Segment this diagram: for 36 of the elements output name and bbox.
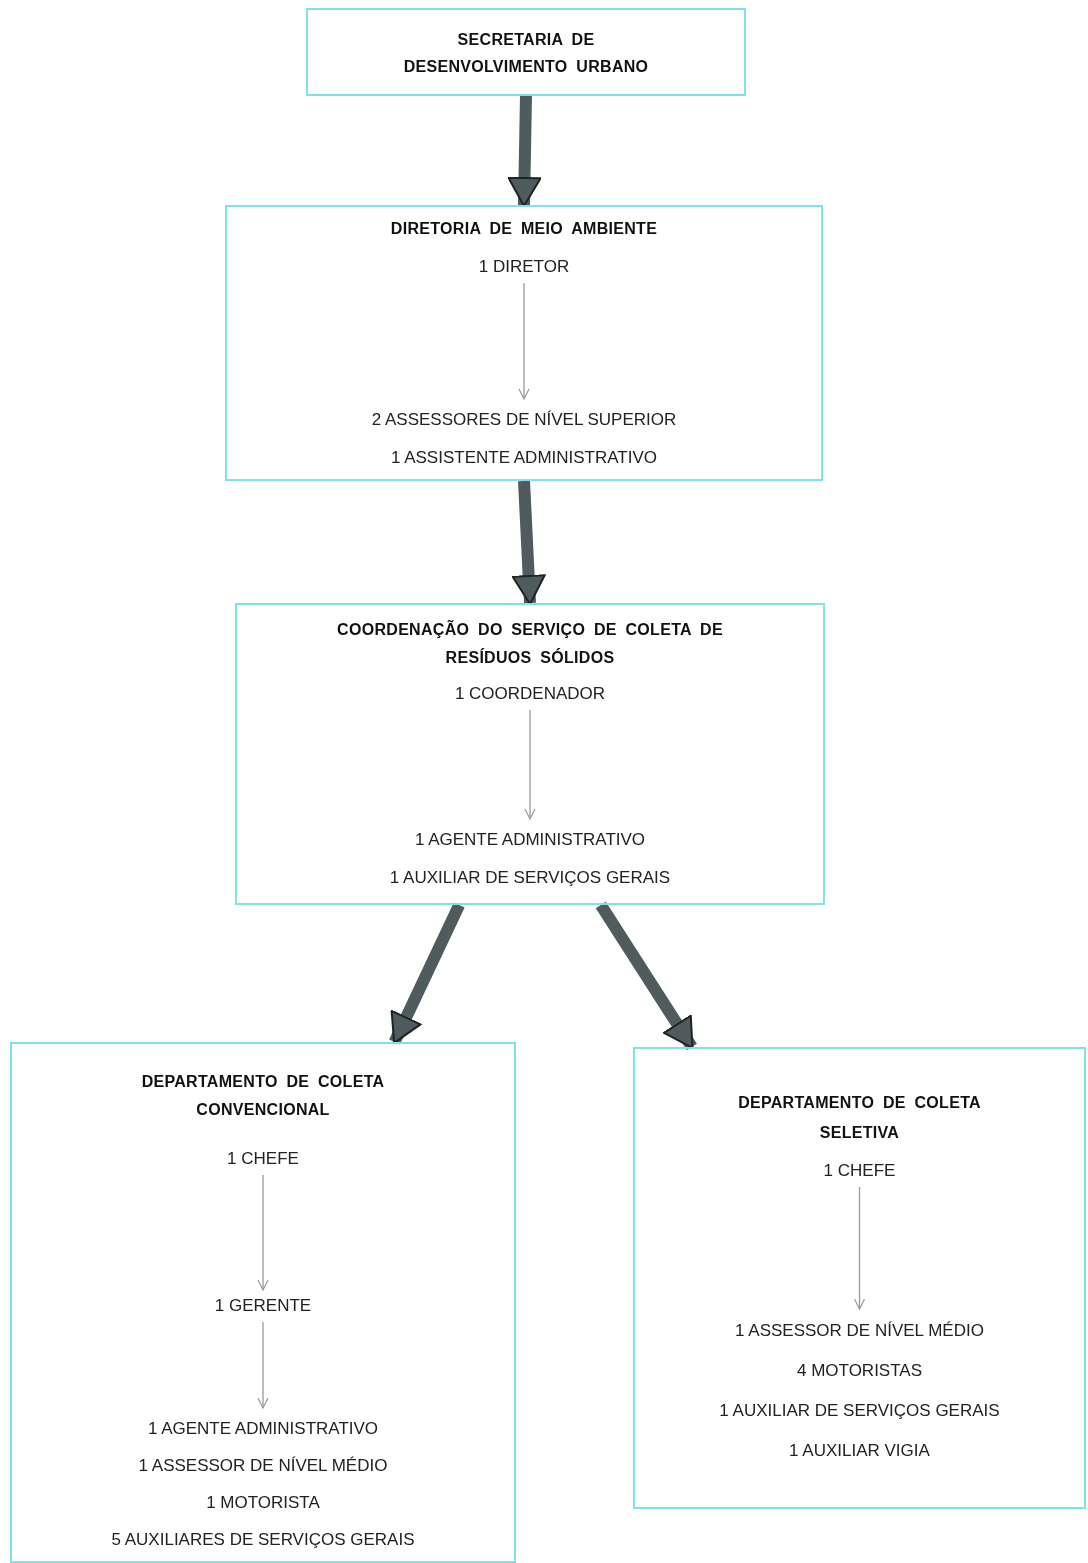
staff-text: 2 ASSESSORES DE NÍVEL SUPERIOR xyxy=(371,409,677,431)
block-arrow xyxy=(507,95,542,207)
unit-heading: DEPARTAMENTO DE COLETA SELETIVA xyxy=(737,1093,982,1143)
unit-heading: COORDENAÇÃO DO SERVIÇO DE COLETA DE RESÍDUOS SÓLIDOS xyxy=(336,619,724,668)
block-arrow xyxy=(511,480,546,605)
block-arrow xyxy=(389,902,465,1045)
staff-text: 1 AGENTE ADMINISTRATIVO xyxy=(413,829,647,851)
staff-text: 1 ASSISTENTE ADMINISTRATIVO xyxy=(389,447,659,469)
staff-text: 1 CHEFE xyxy=(823,1160,896,1182)
staff-text: 1 ASSESSOR DE NÍVEL MÉDIO xyxy=(137,1455,389,1477)
staff-text: 1 CHEFE xyxy=(227,1148,299,1170)
staff-text: 5 AUXILIARES DE SERVIÇOS GERAIS xyxy=(111,1529,415,1551)
staff-text: 4 MOTORISTAS xyxy=(796,1360,923,1382)
staff-text: 1 DIRETOR xyxy=(478,256,570,278)
unit-heading: DIRETORIA DE MEIO AMBIENTE xyxy=(389,219,659,239)
org-unit-box xyxy=(10,1042,516,1563)
arrow xyxy=(853,1186,866,1310)
staff-text: 1 AUXILIAR DE SERVIÇOS GERAIS xyxy=(719,1400,1000,1422)
staff-text: 1 AUXILIAR VIGIA xyxy=(788,1440,931,1462)
org-unit-box xyxy=(306,8,746,96)
staff-text: 1 MOTORISTA xyxy=(205,1492,321,1514)
block-arrow xyxy=(595,901,697,1051)
arrow xyxy=(518,282,530,400)
org-unit-box xyxy=(633,1047,1086,1509)
arrow xyxy=(257,1321,269,1409)
arrow xyxy=(257,1174,269,1291)
unit-heading: SECRETARIA DE DESENVOLVIMENTO URBANO xyxy=(402,30,650,77)
arrow xyxy=(524,709,536,820)
org-unit-box xyxy=(225,205,823,481)
unit-heading: DEPARTAMENTO DE COLETA CONVENCIONAL xyxy=(140,1072,386,1120)
org-unit-box xyxy=(235,603,825,905)
staff-text: 1 COORDENADOR xyxy=(454,683,606,705)
staff-text: 1 AGENTE ADMINISTRATIVO xyxy=(146,1418,380,1440)
staff-text: 1 GERENTE xyxy=(214,1295,312,1317)
staff-text: 1 ASSESSOR DE NÍVEL MÉDIO xyxy=(734,1320,985,1342)
staff-text: 1 AUXILIAR DE SERVIÇOS GERAIS xyxy=(389,867,671,889)
